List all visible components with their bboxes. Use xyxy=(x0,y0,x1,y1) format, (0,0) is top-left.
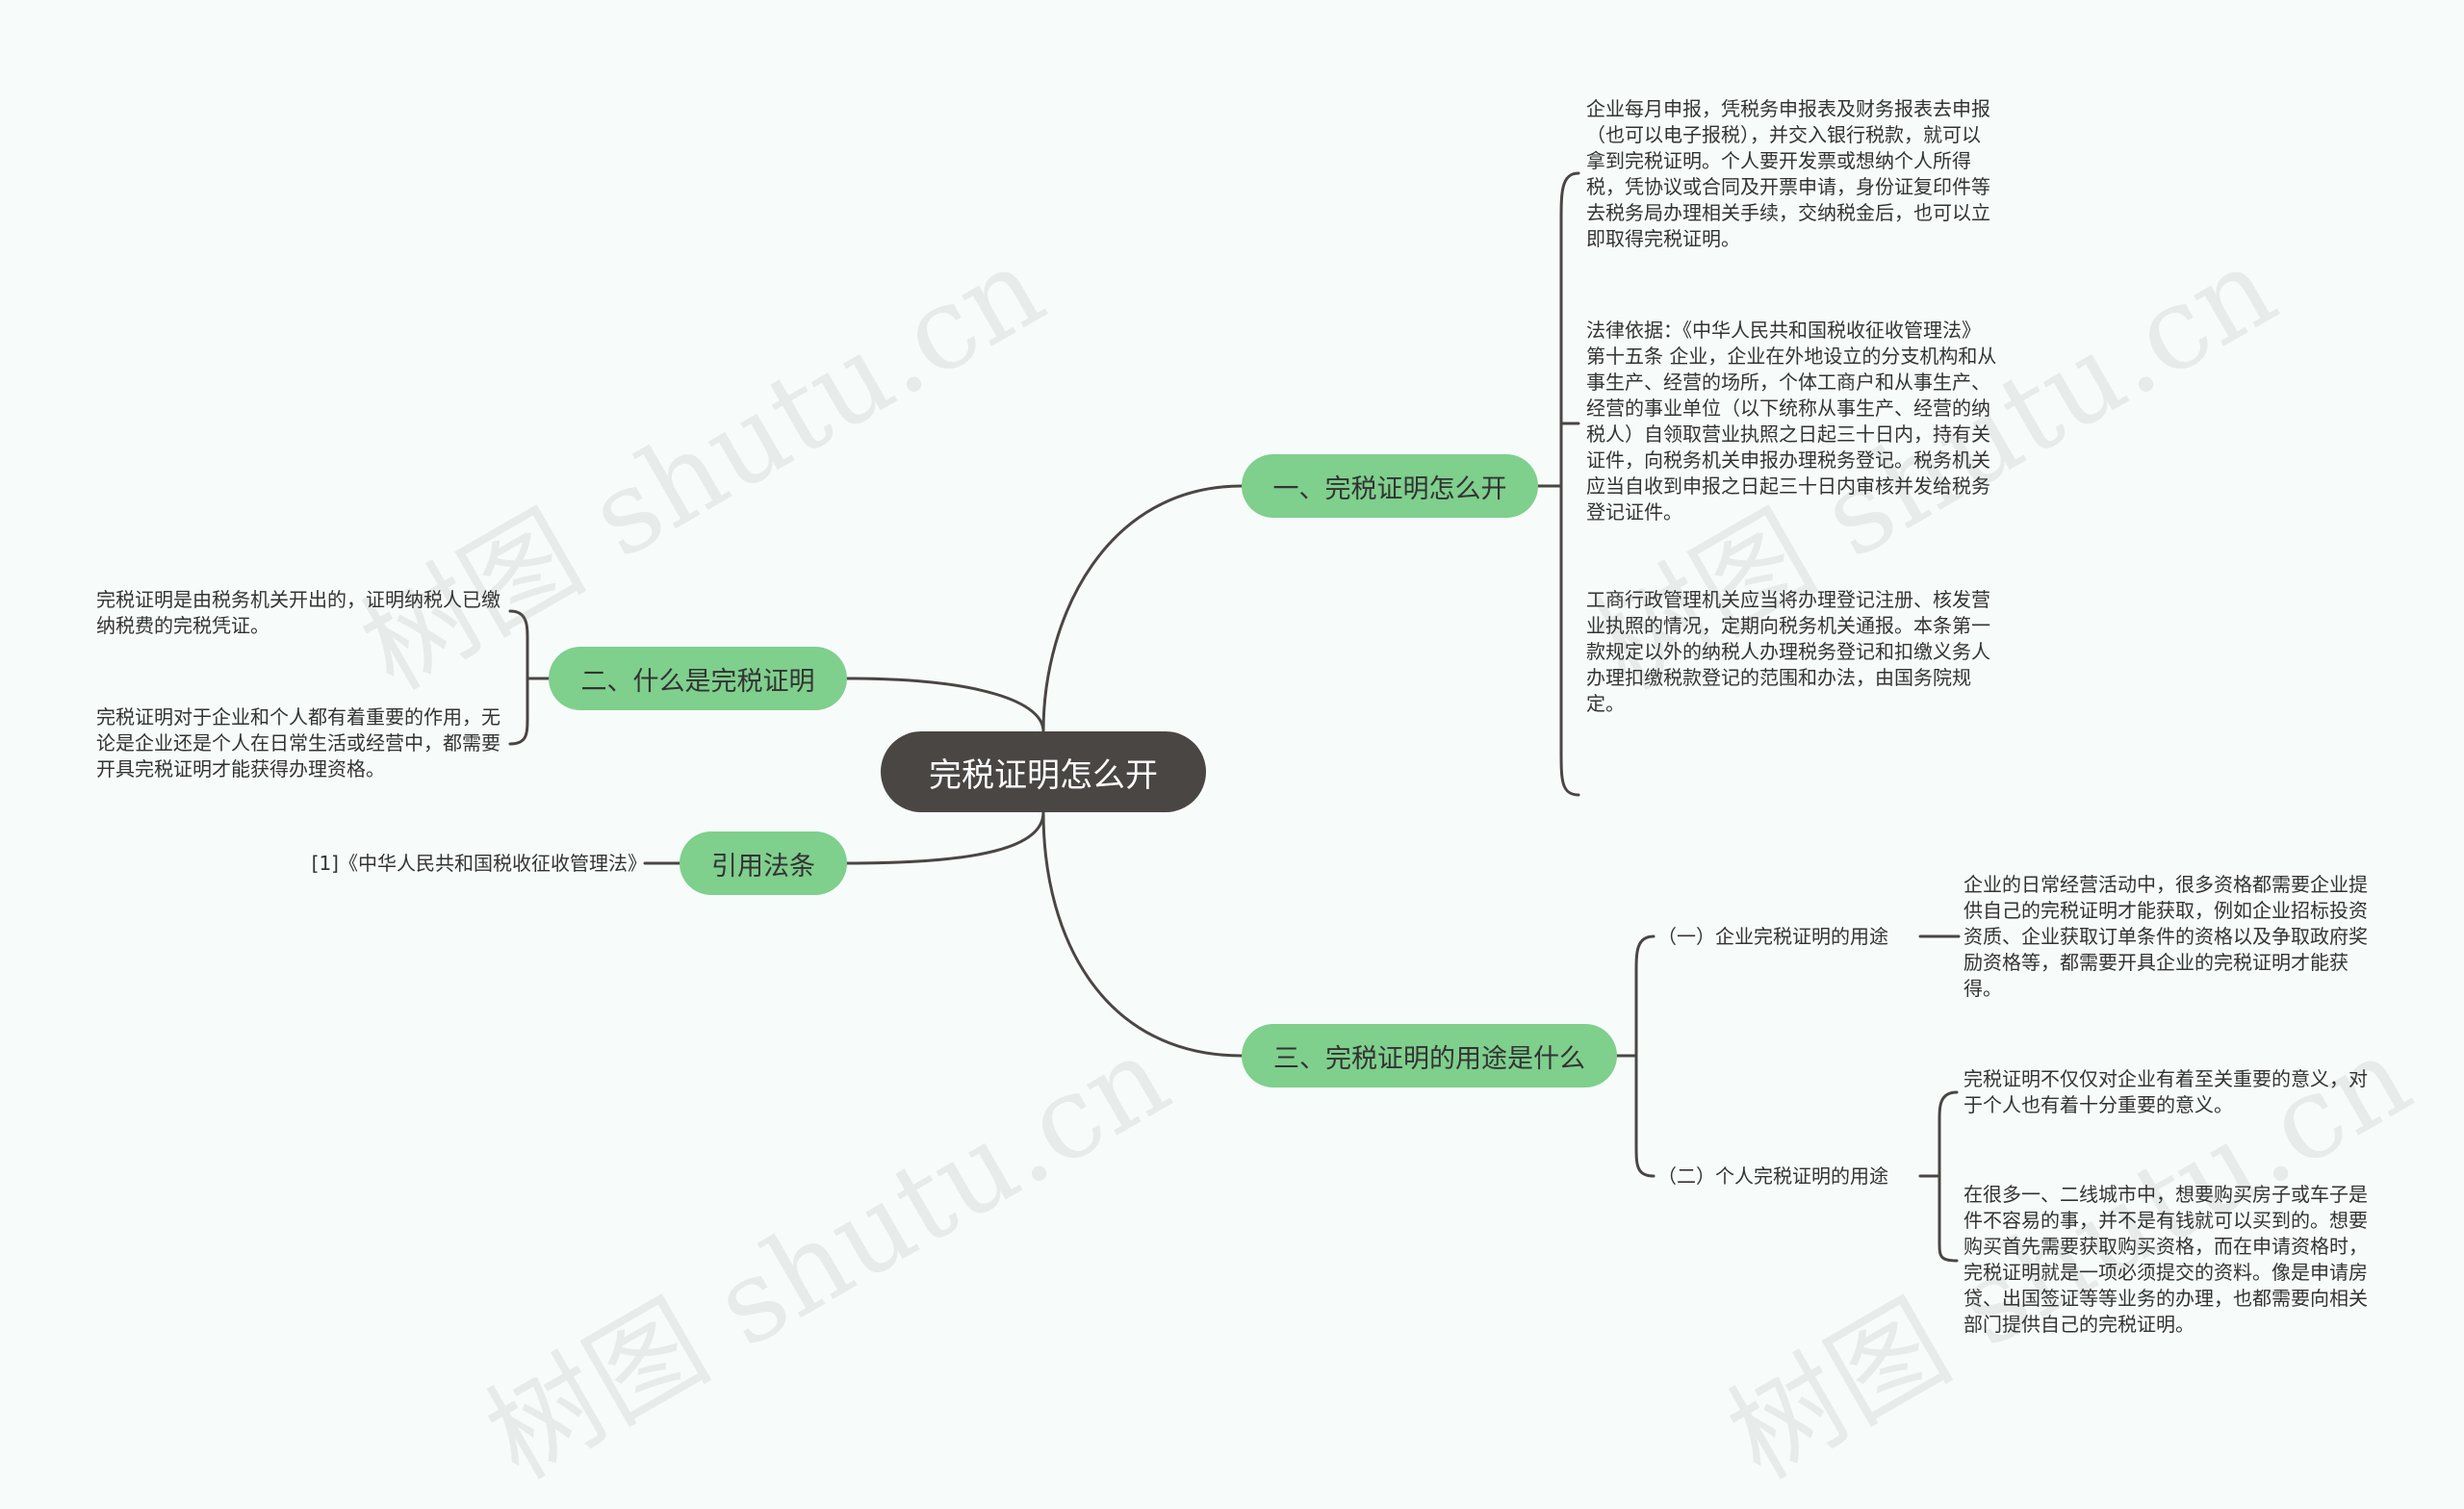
bracket-b2 xyxy=(508,609,529,746)
bracket-b4 xyxy=(1634,934,1656,1178)
subtopic-personal-uses[interactable]: （二）个人完税证明的用途 xyxy=(1657,1164,1888,1188)
branch-cited-law[interactable]: 引用法条 xyxy=(680,831,847,895)
connector-lines xyxy=(508,171,1961,1263)
bracket-sub2 xyxy=(1938,1090,1959,1263)
leaf-b1-3: 工商行政管理机关应当将办理登记注册、核发营业执照的情况，定期向税务机关通报。本条… xyxy=(1586,588,1990,715)
leaf-sub2-2: 在很多一、二线城市中，想要购买房子或车子是件不容易的事，并不是有钱就可以买到的。… xyxy=(1964,1183,2368,1336)
branch-what-is[interactable]: 二、什么是完税证明 xyxy=(549,647,847,710)
leaf-sub1-1: 企业的日常经营活动中，很多资格都需要企业提供自己的完税证明才能获取，例如企业招标… xyxy=(1964,873,2368,1000)
bracket-b1 xyxy=(1559,171,1580,797)
subtopic-enterprise-uses[interactable]: （一）企业完税证明的用途 xyxy=(1657,925,1888,948)
leaf-b2-1: 完税证明是由税务机关开出的，证明纳税人已缴纳税费的完税凭证。 xyxy=(96,588,500,637)
branch-how-to-issue[interactable]: 一、完税证明怎么开 xyxy=(1242,454,1538,518)
leaf-b3-1: [1]《中华人民共和国税收征收管理法》 xyxy=(311,852,647,875)
connector-root-b2 xyxy=(845,677,1045,733)
leaf-b1-2: 法律依据：《中华人民共和国税收征收管理法》第十五条 企业，企业在外地设立的分支机… xyxy=(1586,319,1997,524)
branch-uses[interactable]: 三、完税证明的用途是什么 xyxy=(1242,1024,1617,1087)
connector-root-b4 xyxy=(1041,810,1244,1058)
leaf-sub2-1: 完税证明不仅仅对企业有着至关重要的意义，对于个人也有着十分重要的意义。 xyxy=(1964,1067,2368,1116)
leaf-b2-2: 完税证明对于企业和个人都有着重要的作用，无论是企业还是个人在日常生活或经营中，都… xyxy=(96,705,500,780)
root-topic[interactable]: 完税证明怎么开 xyxy=(881,731,1206,812)
connector-root-b1 xyxy=(1041,484,1244,733)
leaf-b1-1: 企业每月申报，凭税务申报表及财务报表去申报（也可以电子报税），并交入银行税款，就… xyxy=(1586,97,1990,250)
connector-root-b3 xyxy=(845,810,1045,865)
